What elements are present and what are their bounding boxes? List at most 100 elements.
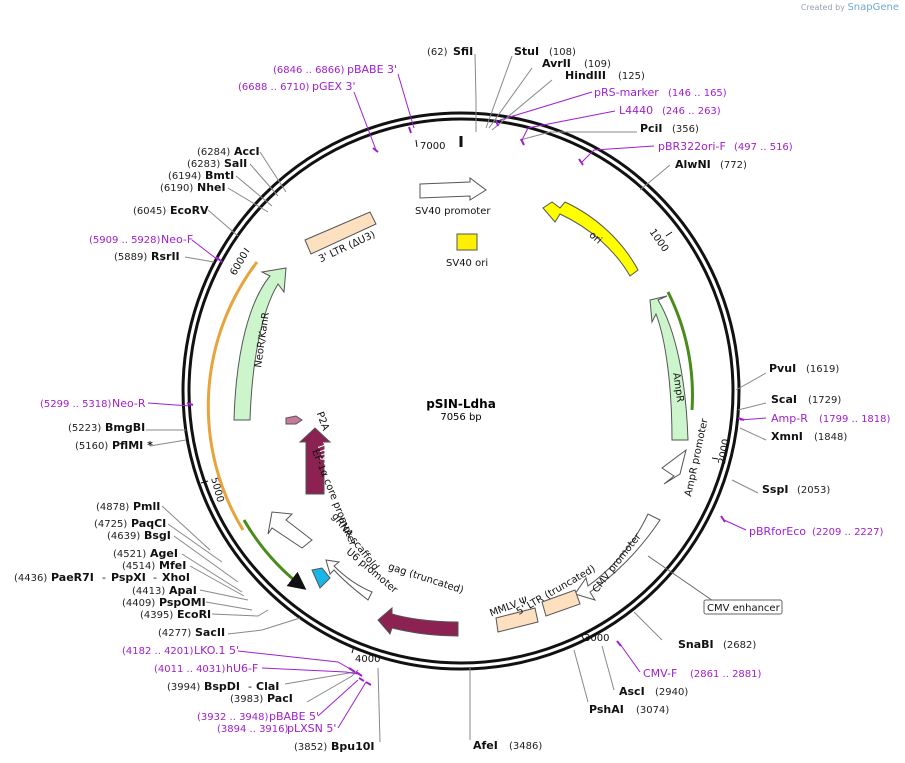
site-bspdi: BspDI [204, 680, 240, 693]
ampr-track [666, 291, 694, 411]
site-mfei-pos: (4514) [122, 561, 155, 572]
primer-plxsn5: pLXSN 5' [287, 722, 336, 735]
snapgene-logo: SnapGene [847, 2, 899, 13]
primer-plxsn5-pos: (3894 .. 3916) [217, 724, 289, 735]
ltr3-box [304, 211, 377, 255]
site-xhoi-dash: - [153, 571, 157, 584]
cmv-enhancer-box [703, 599, 783, 615]
plasmid-name: pSIN-Ldha [426, 397, 496, 411]
primer-pbrforeco-pos: (2209 .. 2227) [812, 527, 884, 538]
site-bsgi-pos: (4639) [107, 531, 140, 542]
primer-l4440: L4440 [619, 104, 653, 117]
primer-pbabe5: pBABE 5' [269, 710, 319, 723]
mmlv-psi-box [541, 589, 581, 617]
neokan-arrow [233, 267, 287, 421]
ori-arrow [542, 201, 639, 277]
site-paqci: PaqCI [131, 517, 166, 530]
site-alwni: AlwNI [675, 158, 711, 171]
site-rsrii-pos: (5889) [114, 252, 147, 263]
primer-prs-marker: pRS-marker [594, 86, 659, 99]
tick-1000: 1000 [647, 227, 671, 254]
primer-marks [186, 119, 745, 686]
site-nhei-pos: (6190) [160, 183, 193, 194]
site-pvui-pos: (1619) [806, 364, 839, 375]
site-sacii: SacII [195, 626, 225, 639]
label-cmv-enhancer: CMV enhancer [707, 603, 781, 614]
label-ef1a: EF-1α core promoter [309, 448, 358, 548]
site-pspomi: PspOMI [159, 596, 206, 609]
primer-pbr322ori-f-pos: (497 .. 516) [734, 142, 793, 153]
gag-arrow [377, 606, 459, 637]
site-pspxi-dash: - [102, 571, 106, 584]
site-paci: PacI [267, 692, 293, 705]
site-sacii-pos: (4277) [158, 628, 191, 639]
primer-pgex3: pGEX 3' [312, 80, 356, 93]
site-paer7i: PaeR7I [51, 571, 94, 584]
site-pcii-pos: (356) [672, 124, 699, 135]
site-bmgbi: BmgBI [105, 421, 145, 434]
site-pflmi: PflMI * [112, 439, 153, 452]
primer-neo-f: Neo-F [161, 233, 193, 246]
site-paer7i-pos: (4436) [14, 573, 47, 584]
ef1a-arrow [267, 511, 313, 549]
thy11-arrow [298, 427, 332, 495]
site-bmgbi-pos: (5223) [68, 423, 101, 434]
site-sfii-pos: (62) [427, 47, 448, 58]
ampr-promoter-arrow [661, 448, 687, 485]
primer-pgex3-pos: (6688 .. 6710) [238, 82, 310, 93]
site-asci-pos: (2940) [655, 687, 688, 698]
site-mfei: MfeI [159, 559, 186, 572]
primer-leaders [147, 73, 767, 729]
site-sali: SalI [224, 157, 247, 170]
primer-lko1: LKO.1 5' [194, 644, 239, 657]
site-sali-pos: (6283) [187, 159, 220, 170]
ef1a-track [242, 519, 307, 590]
plasmid-length: 7056 bp [440, 412, 481, 423]
snapgene-watermark: Created by SnapGene [801, 2, 899, 13]
cmv-enhancer-leader [647, 555, 717, 604]
primer-l4440-pos: (246 .. 263) [662, 106, 721, 117]
site-pshai: PshAI [589, 703, 624, 716]
label-cmv-promoter: CMV promoter [591, 531, 645, 595]
site-paci-pos: (3983) [230, 694, 263, 705]
primer-lko1-pos: (4182 .. 4201) [122, 646, 194, 657]
site-pvui: PvuI [769, 362, 796, 375]
site-ecori: EcoRI [177, 608, 211, 621]
primer-pbrforeco: pBRforEco [749, 525, 806, 538]
label-ampr: AmpR [670, 372, 685, 403]
primer-pbr322ori-f: pBR322ori-F [658, 140, 726, 153]
site-clai-dash: - [248, 680, 252, 693]
tick-marks [200, 139, 719, 654]
site-pshai-pos: (3074) [636, 705, 669, 716]
p2a-arrow [285, 415, 303, 425]
backbone-inner [187, 117, 735, 665]
site-asci: AscI [619, 685, 645, 698]
backbone-outer [181, 111, 741, 671]
site-xhoi: XhoI [162, 571, 190, 584]
site-ecori-pos: (4395) [140, 610, 173, 621]
site-pspomi-pos: (4409) [122, 598, 155, 609]
ampr-arrow [649, 295, 689, 441]
site-afei-pos: (3486) [509, 741, 542, 752]
sv40-promoter-arrow [419, 177, 487, 201]
primer-amp-r-pos: (1799 .. 1818) [819, 414, 891, 425]
site-afei: AfeI [473, 739, 498, 752]
tick-7000: 7000 [420, 141, 445, 152]
primer-hu6-f-pos: (4011 .. 4031) [154, 664, 226, 675]
site-pmli-pos: (4878) [96, 502, 129, 513]
primer-cmv-f-pos: (2861 .. 2881) [690, 669, 762, 680]
site-xmni: XmnI [771, 430, 803, 443]
u6-promoter-arrow [325, 559, 373, 601]
primer-cmv-f: CMV-F [643, 667, 677, 680]
site-agei: AgeI [150, 547, 178, 560]
site-hindiii-pos: (125) [618, 71, 645, 82]
site-avrii: AvrII [542, 57, 571, 70]
site-clai: ClaI [256, 680, 279, 693]
site-rsrii: RsrII [151, 250, 180, 263]
primer-neo-f-pos: (5909 .. 5928) [89, 235, 161, 246]
label-gag: gag (truncated) [387, 562, 465, 597]
site-bpu10i: Bpu10I [331, 740, 375, 753]
label-sv40-ori: SV40 ori [446, 258, 488, 269]
site-alwni-pos: (772) [720, 160, 747, 171]
site-snabi-pos: (2682) [723, 640, 756, 651]
